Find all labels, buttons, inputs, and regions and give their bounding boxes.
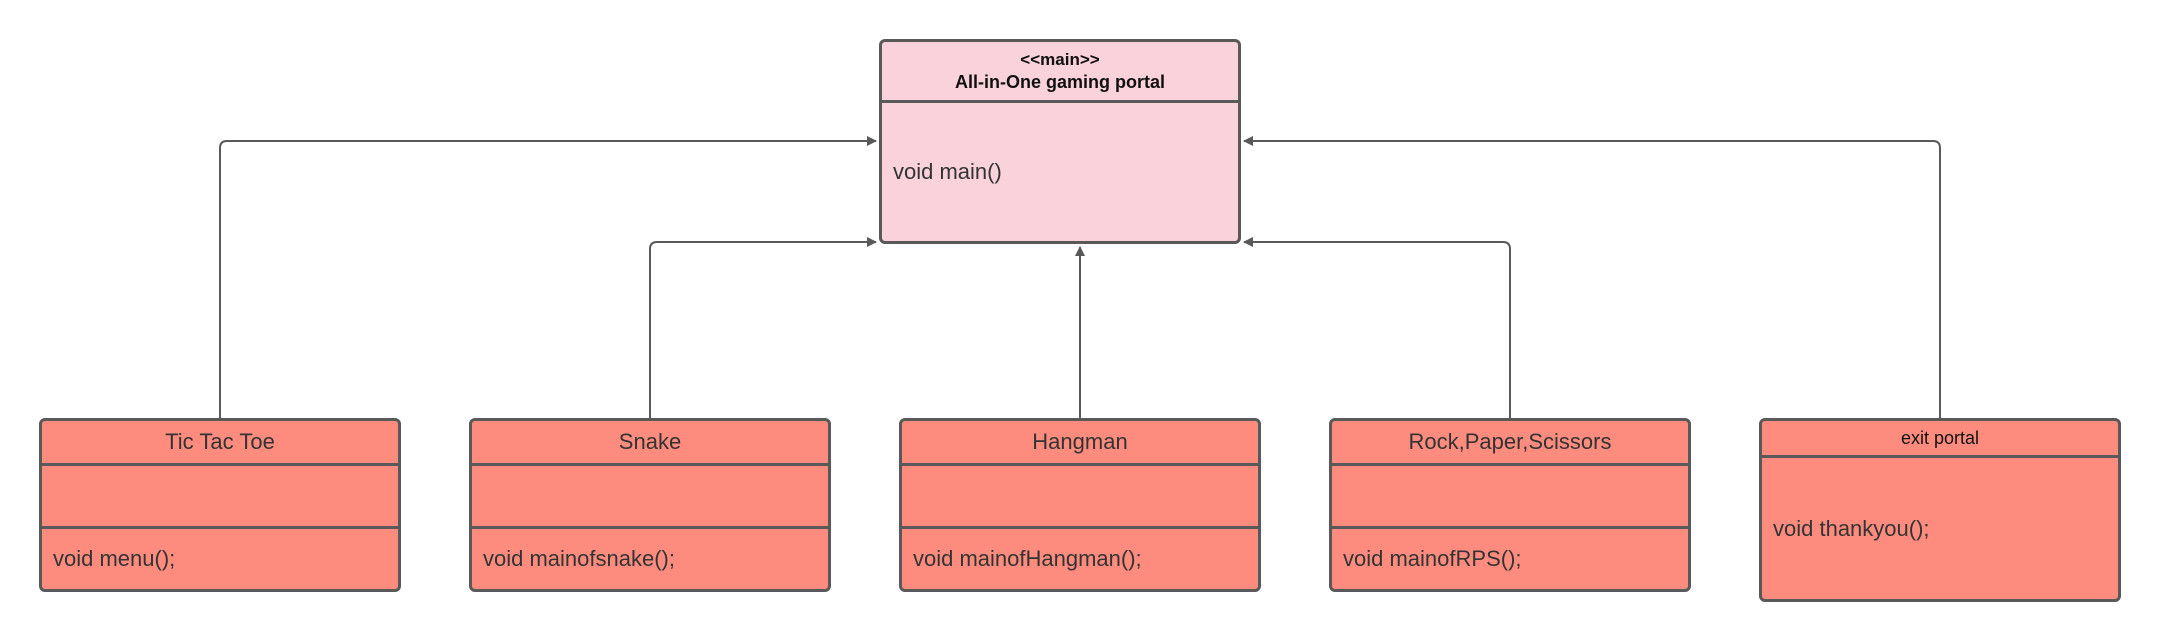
main-class-header: <<main>> All-in-One gaming portal	[882, 42, 1238, 103]
class-method: void mainofRPS();	[1343, 546, 1522, 571]
main-class-box: <<main>> All-in-One gaming portal void m…	[879, 39, 1241, 244]
class-method: void mainofHangman();	[913, 546, 1142, 571]
connector-rps-to-main	[1243, 237, 1511, 418]
class-header: Hangman	[902, 421, 1258, 466]
main-class-methods: void main()	[882, 103, 1238, 241]
class-box-snake: Snake void mainofsnake();	[469, 418, 831, 592]
class-method: void mainofsnake();	[483, 546, 675, 571]
class-method: void menu();	[53, 546, 176, 571]
class-box-exit-portal: exit portal void thankyou();	[1759, 418, 2121, 602]
main-method: void main()	[893, 159, 1002, 184]
class-attributes	[472, 466, 828, 529]
class-method: void thankyou();	[1773, 515, 1930, 541]
class-title: exit portal	[1900, 427, 1980, 448]
connector-exit-to-main	[1243, 136, 1941, 418]
class-header: Tic Tac Toe	[42, 421, 398, 466]
class-title: Rock,Paper,Scissors	[1408, 429, 1612, 454]
class-attributes	[902, 466, 1258, 529]
class-box-rps: Rock,Paper,Scissors void mainofRPS();	[1329, 418, 1691, 592]
class-methods: void mainofHangman();	[902, 529, 1258, 589]
class-methods: void thankyou();	[1762, 458, 2118, 599]
class-methods: void mainofRPS();	[1332, 529, 1688, 589]
class-box-hangman: Hangman void mainofHangman();	[899, 418, 1261, 592]
connector-snake-to-main	[649, 237, 877, 418]
main-class-title: All-in-One gaming portal	[955, 72, 1165, 92]
class-attributes	[42, 466, 398, 529]
class-attributes	[1332, 466, 1688, 529]
class-title: Tic Tac Toe	[165, 429, 275, 454]
class-title: Hangman	[1032, 429, 1128, 454]
class-header: exit portal	[1762, 421, 2118, 458]
class-methods: void mainofsnake();	[472, 529, 828, 589]
class-methods: void menu();	[42, 529, 398, 589]
main-stereotype: <<main>>	[1020, 50, 1100, 69]
class-header: Rock,Paper,Scissors	[1332, 421, 1688, 466]
connector-tictactoe-to-main	[219, 136, 877, 418]
class-title: Snake	[618, 429, 682, 454]
class-box-tictactoe: Tic Tac Toe void menu();	[39, 418, 401, 592]
class-header: Snake	[472, 421, 828, 466]
